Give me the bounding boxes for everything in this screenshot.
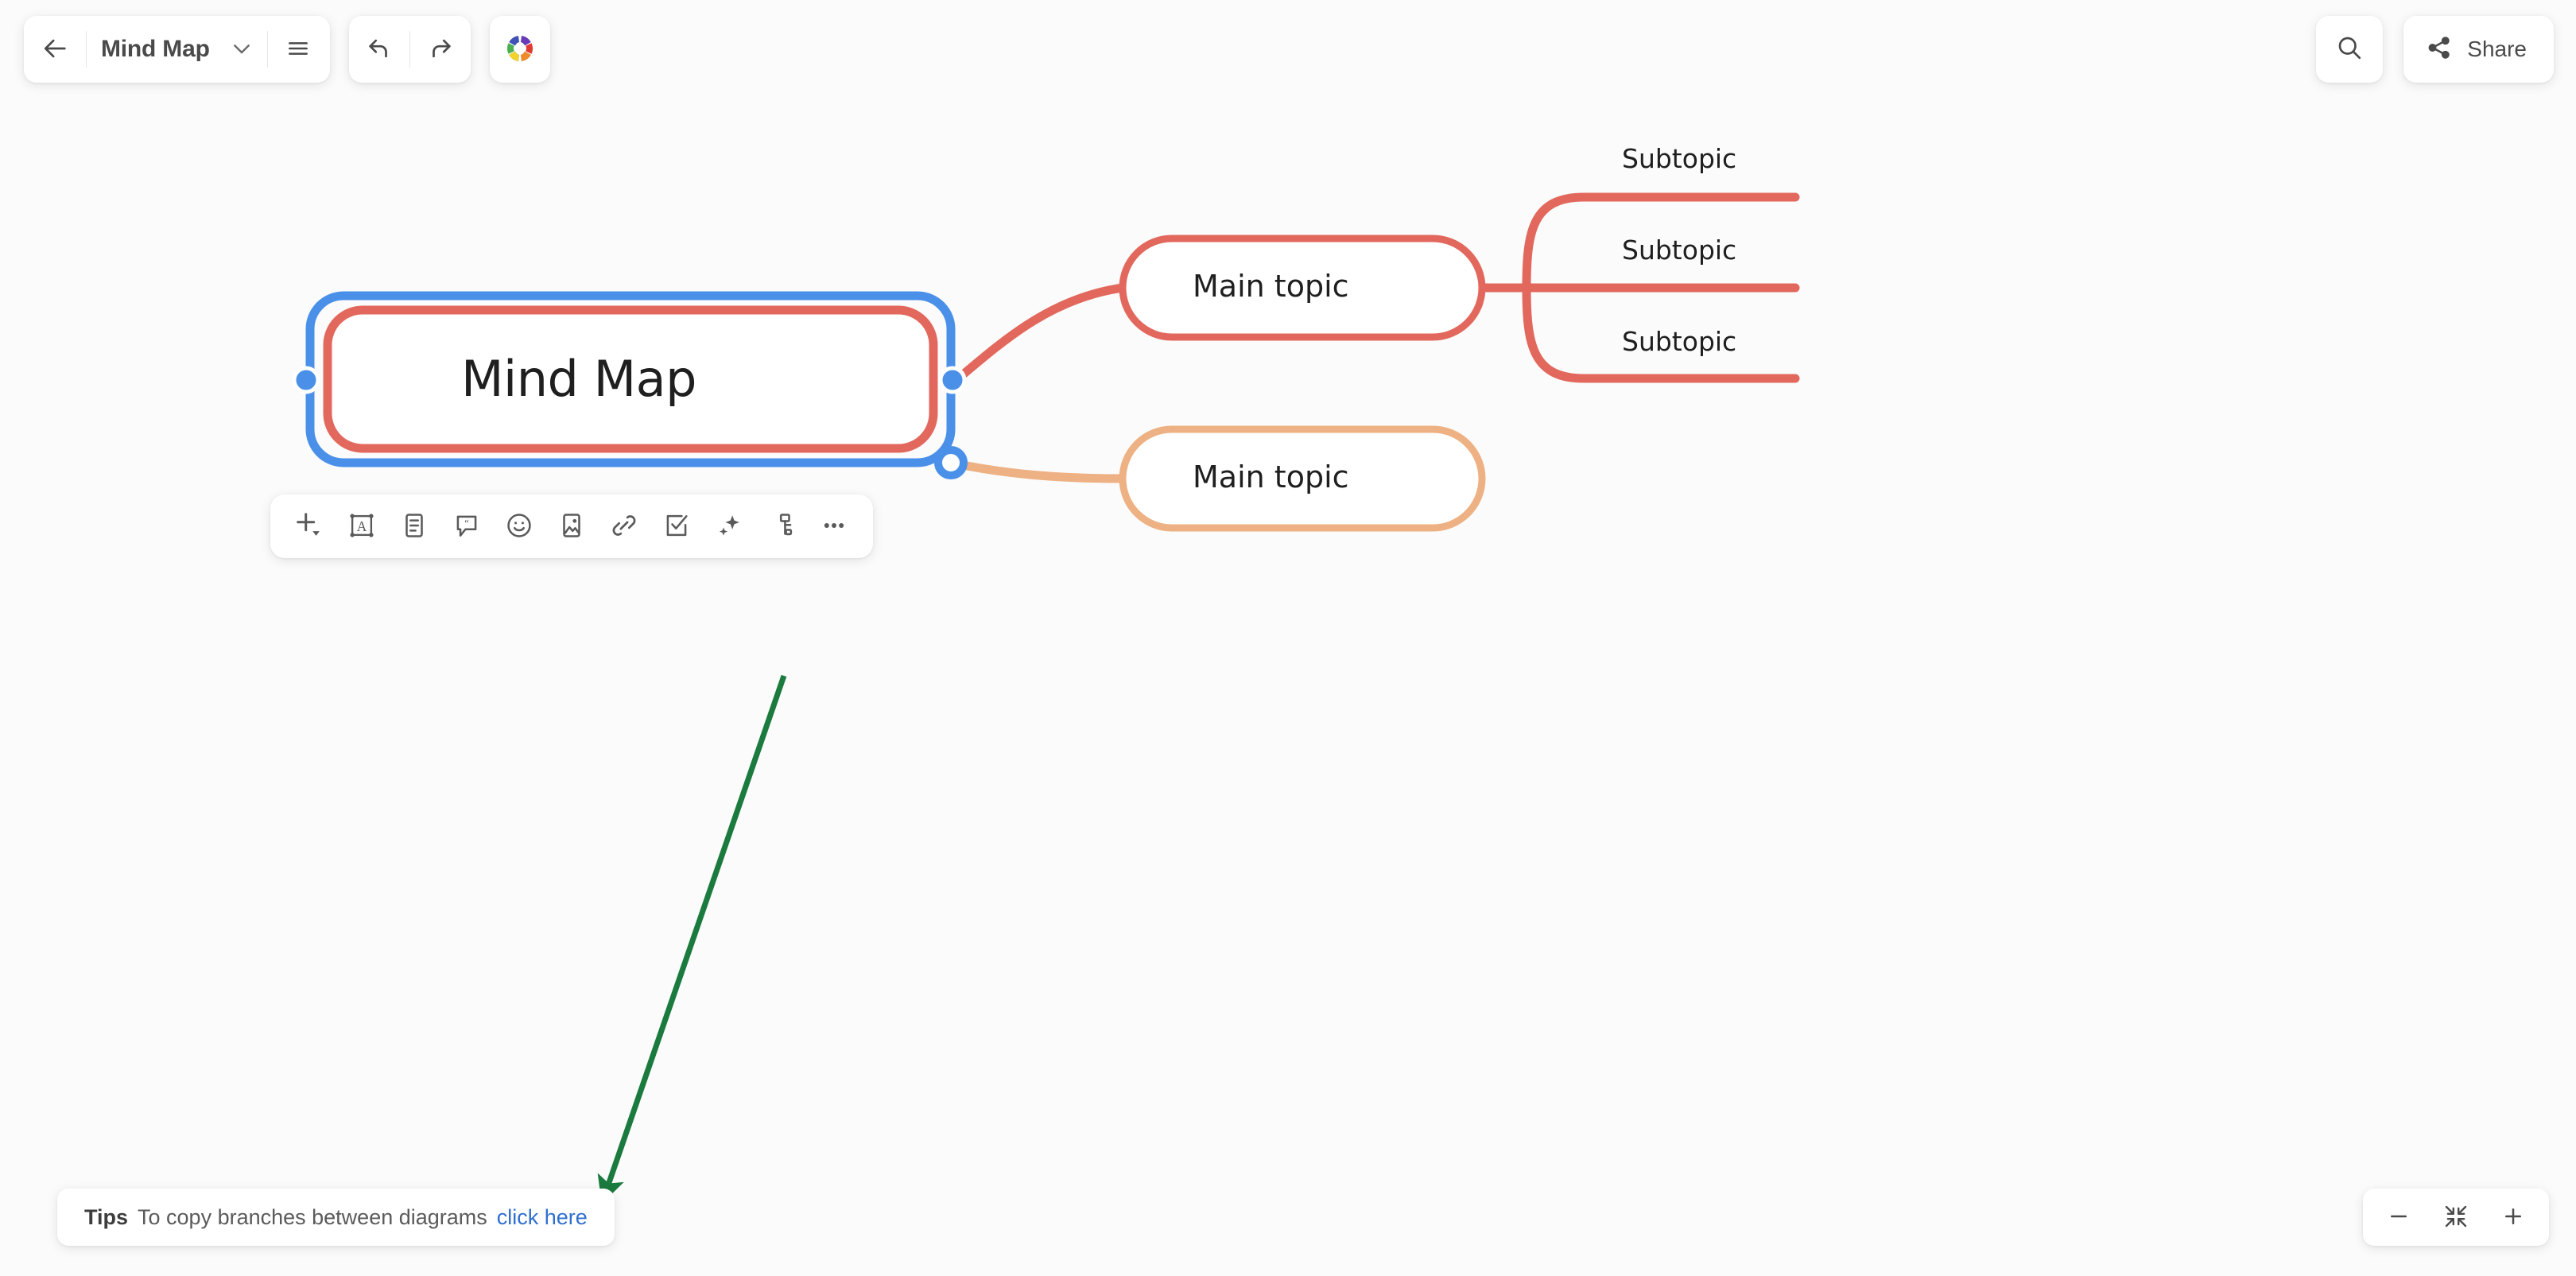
image-icon xyxy=(557,510,587,543)
connector-subtopic-3 xyxy=(1522,283,1800,383)
connector-central-to-main-1 xyxy=(946,283,1127,390)
share-button[interactable]: Share xyxy=(2403,16,2554,83)
link-chain-icon xyxy=(609,510,639,543)
node-context-toolbar: A “ xyxy=(270,494,873,558)
main-topic-node-2[interactable] xyxy=(1119,425,1486,532)
task-button[interactable] xyxy=(652,502,701,551)
zoom-out-button[interactable] xyxy=(2376,1194,2422,1240)
back-button[interactable] xyxy=(30,24,81,75)
plus-icon xyxy=(2501,1204,2525,1231)
tips-text: To copy branches between diagrams xyxy=(138,1204,487,1229)
svg-text:A: A xyxy=(357,518,367,533)
document-title-dropdown-button[interactable] xyxy=(221,24,262,75)
tips-click-here-link[interactable]: click here xyxy=(496,1204,588,1229)
undo-button[interactable] xyxy=(354,24,405,75)
minus-icon xyxy=(2387,1204,2411,1231)
main-topic-node-1[interactable] xyxy=(1119,235,1486,341)
history-toolbar-group xyxy=(348,16,471,83)
comment-button[interactable]: “ xyxy=(442,502,491,551)
color-wheel-icon xyxy=(504,33,536,67)
theme-toolbar-group xyxy=(489,16,550,83)
search-icon xyxy=(2335,33,2364,66)
color-theme-button[interactable] xyxy=(495,24,545,75)
plus-with-dropdown-icon xyxy=(293,510,325,544)
zoom-controls xyxy=(2363,1189,2549,1246)
central-node-shape[interactable] xyxy=(323,305,938,453)
image-button[interactable] xyxy=(547,502,596,551)
ai-sparkle-icon xyxy=(714,510,744,543)
more-options-button[interactable] xyxy=(809,502,859,551)
tips-label: Tips xyxy=(84,1204,129,1229)
zoom-in-button[interactable] xyxy=(2490,1194,2536,1240)
add-topic-button[interactable] xyxy=(285,502,334,551)
comment-icon: “ xyxy=(452,510,482,543)
green-pointer-arrow xyxy=(597,674,787,1204)
checkbox-task-icon xyxy=(661,510,692,543)
add-branch-handle[interactable] xyxy=(934,446,968,479)
emoji-button[interactable] xyxy=(495,502,544,551)
back-arrow-icon xyxy=(42,35,69,64)
svg-text:“: “ xyxy=(464,517,469,528)
emoji-smiley-icon xyxy=(504,510,534,543)
fit-to-screen-icon xyxy=(2443,1204,2469,1231)
layout-button[interactable] xyxy=(757,502,806,551)
note-button[interactable] xyxy=(390,502,439,551)
redo-button[interactable] xyxy=(415,24,466,75)
undo-arrow-icon xyxy=(366,35,393,64)
connector-subtopic-1 xyxy=(1522,192,1800,293)
history-divider xyxy=(409,31,410,68)
fit-to-screen-button[interactable] xyxy=(2433,1194,2479,1240)
top-right-toolbar: Share xyxy=(2316,16,2554,83)
tips-bar: Tips To copy branches between diagrams c… xyxy=(57,1189,615,1246)
document-title[interactable]: Mind Map xyxy=(101,36,210,62)
hamburger-menu-icon xyxy=(285,36,311,64)
note-icon xyxy=(399,510,429,543)
branch-layout-icon xyxy=(766,510,797,543)
text-box-icon: A xyxy=(347,510,377,543)
share-label: Share xyxy=(2467,37,2527,61)
document-toolbar-group: Mind Map xyxy=(24,16,330,83)
resize-handle-right[interactable] xyxy=(938,366,967,394)
text-box-button[interactable]: A xyxy=(337,502,386,551)
share-icon xyxy=(2426,34,2453,65)
resize-handle-left[interactable] xyxy=(292,366,320,394)
menu-button[interactable] xyxy=(273,24,324,75)
link-button[interactable] xyxy=(599,502,649,551)
ai-button[interactable] xyxy=(704,502,754,551)
redo-arrow-icon xyxy=(427,35,454,64)
toolbar-divider-2 xyxy=(266,31,268,68)
connector-central-to-main-2 xyxy=(946,458,1127,483)
chevron-down-icon xyxy=(230,37,254,63)
top-left-toolbar: Mind Map xyxy=(24,16,550,83)
search-button[interactable] xyxy=(2316,16,2384,83)
more-horizontal-icon xyxy=(819,510,849,543)
toolbar-divider-1 xyxy=(86,31,87,68)
